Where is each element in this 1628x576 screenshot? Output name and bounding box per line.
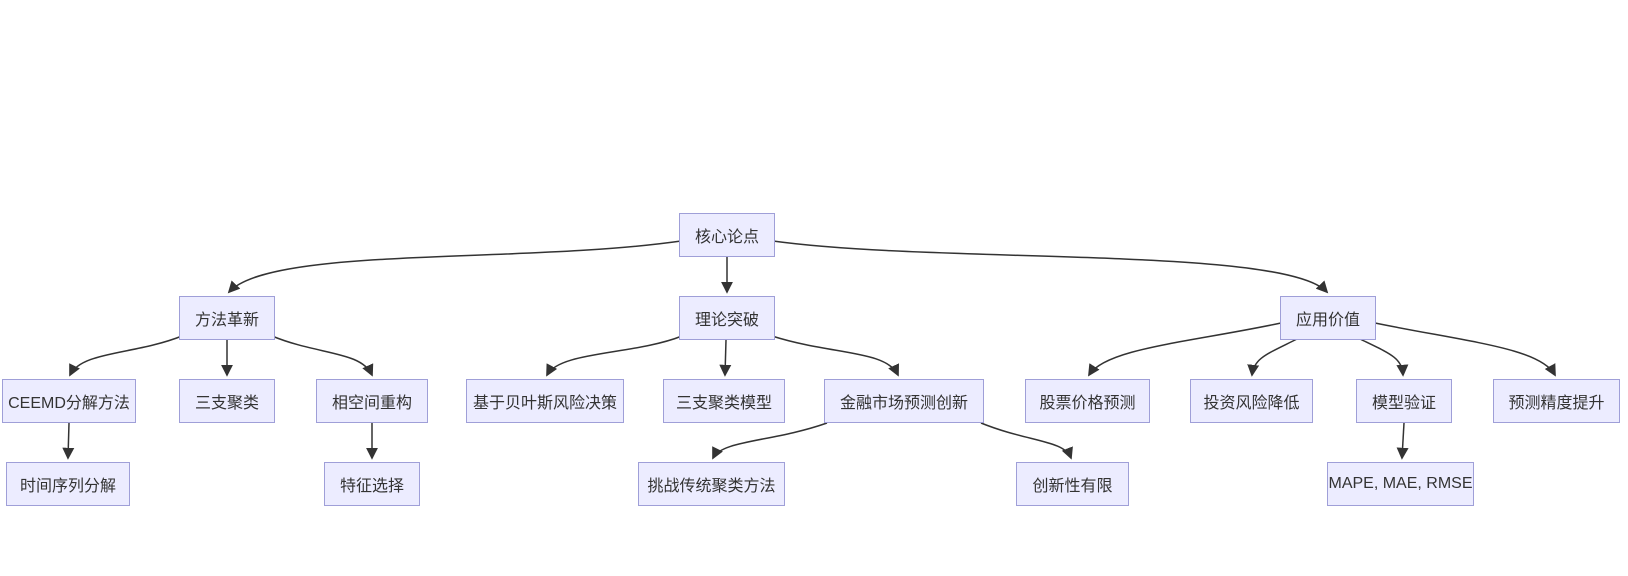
edge-value-to-stock [1088,322,1282,377]
node-theory-breakthrough: 理论突破 [679,296,775,340]
node-method-innovation: 方法革新 [179,296,275,340]
node-phase-space-reconstruction: 相空间重构 [316,379,428,423]
edge-method-to-ceemd [69,335,183,377]
edge-theory-to-finance [771,335,899,377]
node-model-validation: 模型验证 [1356,379,1452,423]
edge-core-to-method [227,240,682,294]
edge-ceemd-to-time-series [62,422,75,460]
edge-method-to-phase [271,335,374,377]
node-bayesian-risk-decision: 基于贝叶斯风险决策 [466,379,624,423]
node-financial-market-forecast-innovation: 金融市场预测创新 [824,379,984,423]
node-forecast-accuracy-improvement: 预测精度提升 [1493,379,1620,423]
node-stock-price-prediction: 股票价格预测 [1025,379,1150,423]
edge-core-to-value [772,240,1329,294]
node-three-way-clustering-model: 三支聚类模型 [663,379,785,423]
node-time-series-decomposition: 时间序列分解 [6,462,130,506]
edge-model-valid-to-mape [1396,422,1409,460]
edge-theory-to-bayes [546,335,683,377]
node-challenge-traditional-clustering: 挑战传统聚类方法 [638,462,785,506]
edge-finance-to-challenge [712,422,828,460]
node-ceemd-decomposition: CEEMD分解方法 [2,379,136,423]
edge-value-to-model-valid [1359,338,1409,377]
node-mape-mae-rmse: MAPE, MAE, RMSE [1327,462,1474,506]
edge-theory-to-three-model [719,339,732,377]
node-investment-risk-reduction: 投资风险降低 [1190,379,1313,423]
edge-value-to-precision [1374,322,1556,377]
node-limited-novelty: 创新性有限 [1016,462,1129,506]
edge-value-to-invest [1247,338,1298,377]
node-application-value: 应用价值 [1280,296,1376,340]
edge-finance-to-limited [980,422,1073,460]
node-feature-selection: 特征选择 [324,462,420,506]
node-three-way-clustering: 三支聚类 [179,379,275,423]
node-core-thesis: 核心论点 [679,213,775,257]
